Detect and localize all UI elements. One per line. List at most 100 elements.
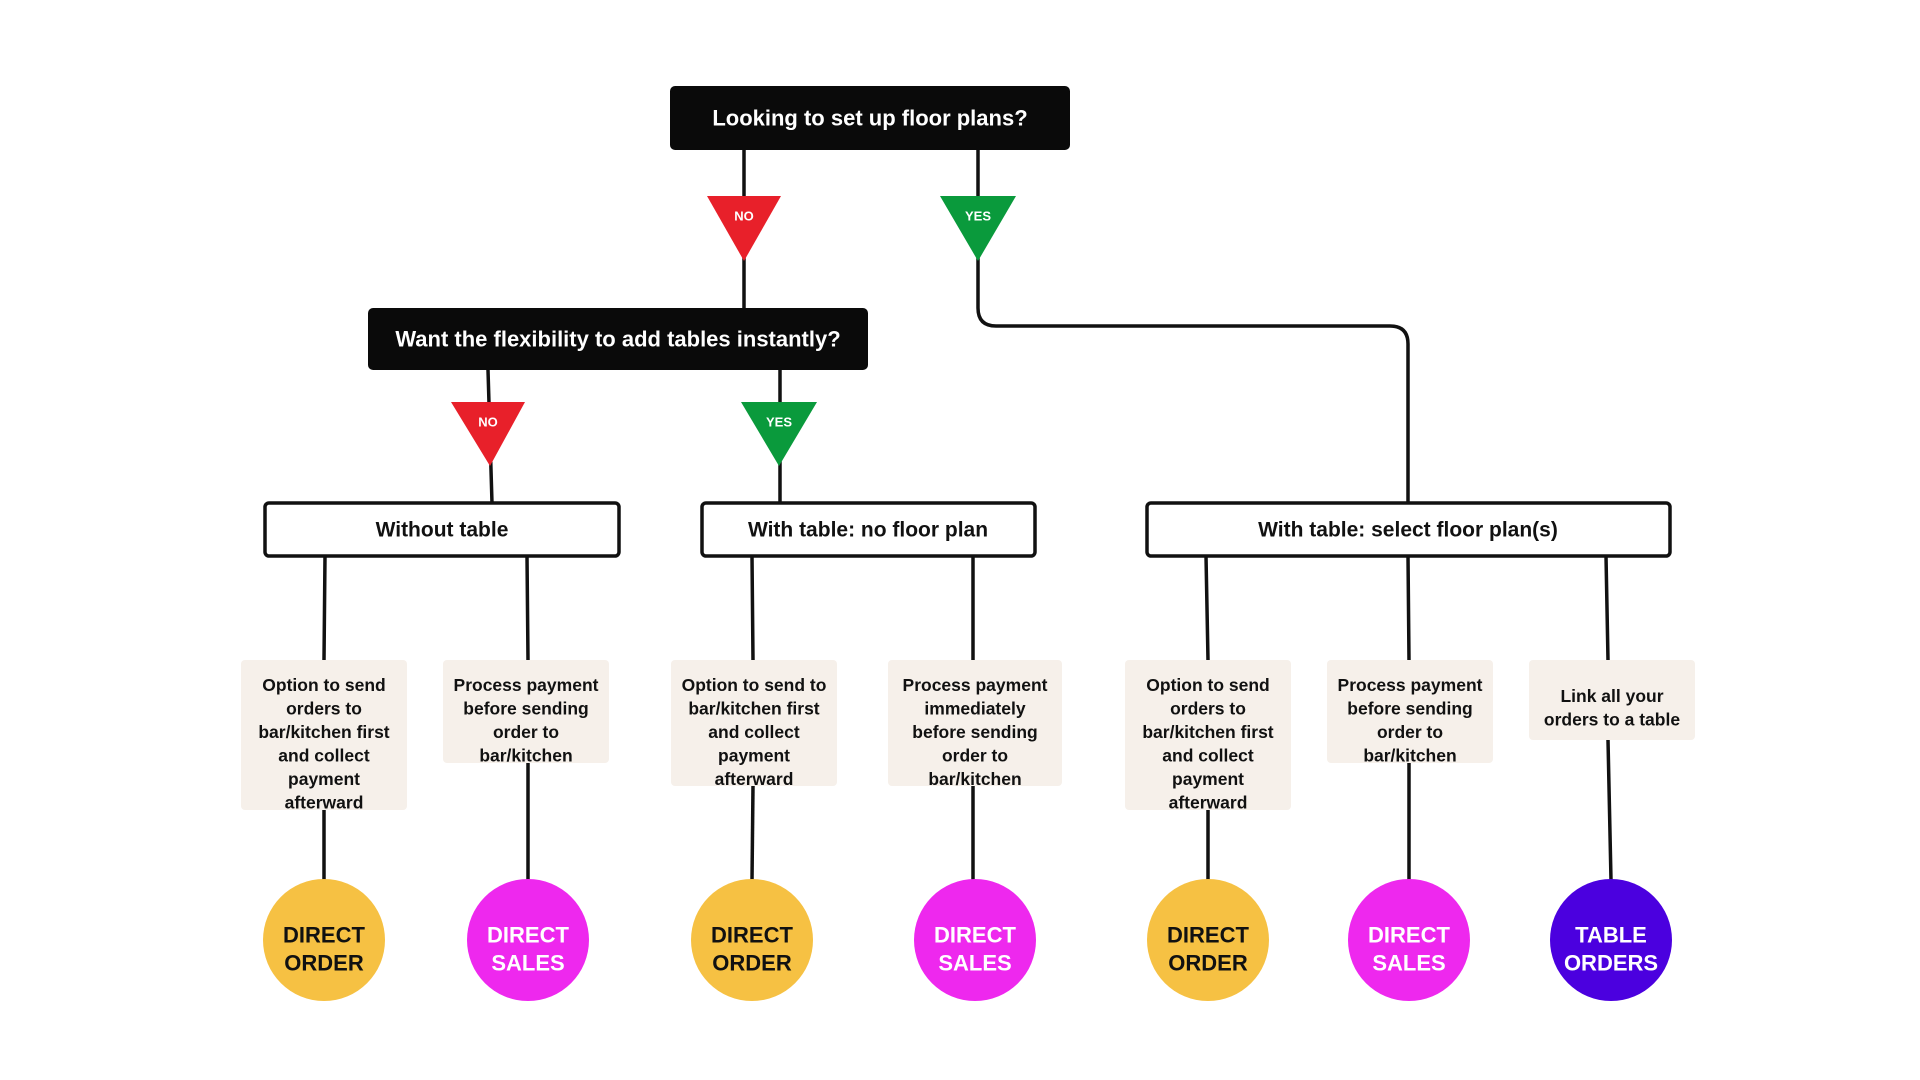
question-text: Want the flexibility to add tables insta… (395, 327, 840, 352)
text-line: SALES (1372, 951, 1445, 976)
text-line: TABLE (1575, 923, 1647, 948)
mode-no-floor-plan: With table: no floor plan (700, 501, 1037, 558)
text-line: and collect (1162, 746, 1254, 766)
question-box (670, 86, 1070, 150)
outcome-circle (1348, 879, 1470, 1001)
text-line: before sending (1347, 699, 1472, 719)
answer-yes-floor-plans: YES (940, 196, 1016, 261)
text-line: Process payment (454, 675, 599, 695)
description-floor-plan-send-first: Option to send orders to bar/kitchen first… (1125, 660, 1291, 813)
text-line: Process payment (1338, 675, 1483, 695)
connector-floor-plan-1 (1204, 554, 1210, 662)
yes-triangle-icon (741, 402, 817, 466)
connector-no-floor-plan-1 (750, 554, 755, 662)
text-line: DIRECT (487, 923, 569, 948)
answer-label: NO (734, 209, 754, 224)
description-floor-plan-pay-before: Process payment before sending order to bar… (1327, 660, 1493, 766)
description-text: Option to send orders to bar/kitchen first… (1142, 675, 1273, 813)
text-line: afterward (285, 793, 364, 813)
text-line: payment (1172, 769, 1244, 789)
description-no-floor-plan-send-first: Option to send to bar/kitchen first and co… (671, 660, 837, 789)
text-line: payment (288, 769, 360, 789)
text-line: Link all your (1560, 686, 1663, 706)
outcome-direct-order-1: DIRECT ORDER (263, 879, 385, 1001)
text-line: bar/kitchen first (688, 699, 819, 719)
mode-select-floor-plan: With table: select floor plan(s) (1145, 501, 1672, 558)
text-line: bar/kitchen (1363, 746, 1456, 766)
text-line: DIRECT (934, 923, 1016, 948)
outcome-circle (1550, 879, 1672, 1001)
text-line: and collect (278, 746, 370, 766)
answer-label: NO (478, 415, 498, 430)
text-line: DIRECT (1368, 923, 1450, 948)
outcome-direct-order-3: DIRECT ORDER (1147, 879, 1269, 1001)
text-line: afterward (715, 769, 794, 789)
description-box (1529, 660, 1695, 740)
text-line: DIRECT (1167, 923, 1249, 948)
text-line: Option to send to (682, 675, 827, 695)
mode-box (1145, 501, 1672, 558)
outcome-direct-sales-2: DIRECT SALES (914, 879, 1036, 1001)
question-flexibility: Want the flexibility to add tables insta… (368, 308, 868, 370)
text-line: DIRECT (283, 923, 365, 948)
text-line: bar/kitchen first (258, 722, 389, 742)
answer-label: YES (965, 209, 991, 224)
mode-label: With table: select floor plan(s) (1258, 519, 1558, 542)
outcome-label: DIRECT SALES (934, 923, 1016, 976)
text-line: bar/kitchen first (1142, 722, 1273, 742)
answer-label: YES (766, 415, 792, 430)
yes-triangle-icon (940, 196, 1016, 261)
text-line: order to (493, 722, 559, 742)
connector-floor-plan-3 (1604, 554, 1610, 662)
description-box (1327, 660, 1493, 763)
outcome-circle (1147, 879, 1269, 1001)
connector-without-table-2 (525, 554, 530, 662)
text-line: Option to send (262, 675, 385, 695)
description-text: Option to send to bar/kitchen first and co… (682, 675, 827, 789)
outcome-label: DIRECT ORDER (1167, 923, 1249, 976)
description-box (241, 660, 407, 810)
mode-box (263, 501, 621, 558)
connector-lines (322, 148, 1613, 882)
answer-no-flexibility: NO (451, 402, 525, 466)
text-line: before sending (912, 722, 1037, 742)
text-line: orders to (1170, 699, 1246, 719)
text-line: and collect (708, 722, 800, 742)
outcome-label: DIRECT ORDER (283, 923, 365, 976)
outcome-circle (914, 879, 1036, 1001)
outcome-circle (263, 879, 385, 1001)
mode-without-table: Without table (263, 501, 621, 558)
text-line: orders to (286, 699, 362, 719)
description-text: Option to send orders to bar/kitchen first… (258, 675, 389, 813)
connector-without-table-1 (322, 554, 327, 662)
text-line: orders to a table (1544, 710, 1680, 730)
description-text: Process payment before sending order to bar… (1338, 675, 1483, 766)
text-line: ORDER (284, 951, 364, 976)
text-line: immediately (924, 699, 1025, 719)
question-box (368, 308, 868, 370)
text-line: Option to send (1146, 675, 1269, 695)
text-line: SALES (938, 951, 1011, 976)
description-text: Link all your orders to a table (1544, 686, 1680, 730)
text-line: order to (1377, 722, 1443, 742)
description-box (1125, 660, 1291, 810)
text-line: bar/kitchen (928, 769, 1021, 789)
no-triangle-icon (707, 196, 781, 261)
connector-to-outcome-3 (750, 784, 755, 882)
text-line: bar/kitchen (479, 746, 572, 766)
text-line: DIRECT (711, 923, 793, 948)
outcome-circle (691, 879, 813, 1001)
text-line: payment (718, 746, 790, 766)
mode-box (700, 501, 1037, 558)
description-box (888, 660, 1062, 786)
text-line: ORDER (1168, 951, 1248, 976)
connector-q1-yes (976, 148, 1410, 505)
question-floor-plans: Looking to set up floor plans? (670, 86, 1070, 150)
